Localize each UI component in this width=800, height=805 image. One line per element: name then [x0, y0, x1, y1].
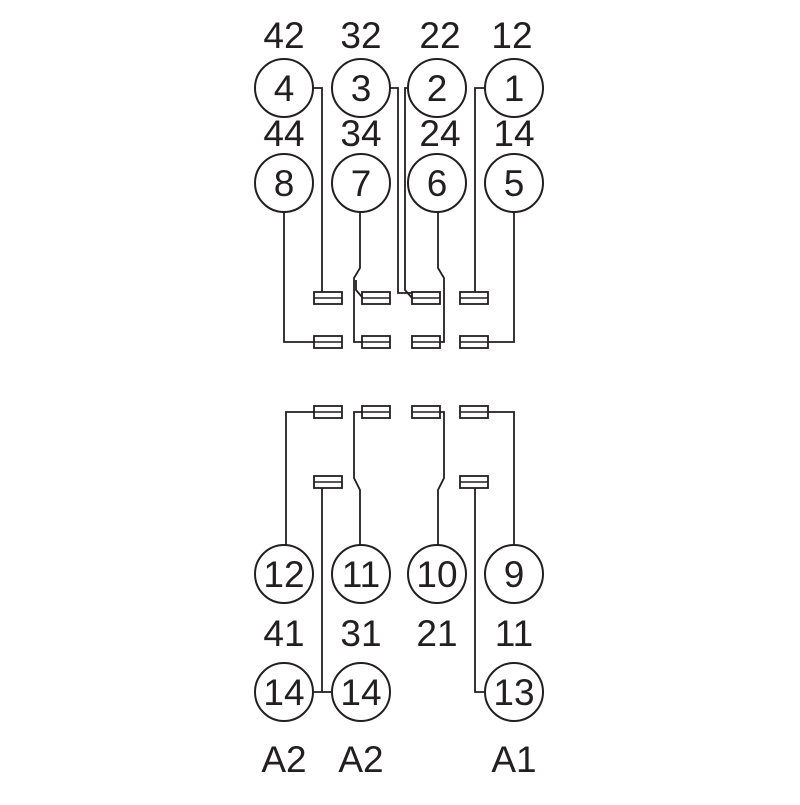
coil-terminals: 14 14 13	[254, 662, 544, 722]
terminal-11	[331, 544, 391, 604]
terminal-5-number: 5	[504, 163, 525, 204]
terminal-13-number: 13	[493, 672, 534, 713]
label-11: 11	[495, 613, 533, 654]
label-12: 12	[491, 15, 532, 56]
terminal-12	[254, 544, 314, 604]
terminal-14-left-number: 14	[263, 672, 304, 713]
terminal-10-number: 10	[416, 554, 457, 595]
terminal-2	[407, 58, 467, 118]
terminal-9-number: 9	[504, 554, 525, 595]
bottom-row1-terminals: 12 11 10 9	[254, 544, 544, 604]
wire-3	[388, 87, 412, 294]
label-22: 22	[419, 15, 460, 56]
top-row1-terminals: 4 3 2 1	[254, 58, 544, 118]
terminal-8	[254, 153, 314, 213]
terminal-4-number: 4	[274, 68, 295, 109]
terminal-12-number: 12	[263, 554, 304, 595]
wire-5	[486, 205, 515, 343]
terminal-5	[484, 153, 544, 213]
wire-12	[285, 411, 314, 548]
wire-10	[437, 411, 445, 548]
terminal-8-number: 8	[274, 163, 295, 204]
terminal-14-right-number: 14	[340, 672, 381, 713]
label-21: 21	[416, 613, 457, 654]
mid-contact-labels: 44 34 24 14	[263, 113, 534, 154]
wire-8	[283, 205, 314, 343]
terminal-14-left	[254, 662, 314, 722]
label-24: 24	[419, 113, 460, 154]
label-42: 42	[263, 15, 304, 56]
wire-7	[353, 205, 362, 343]
terminal-13	[484, 662, 544, 722]
terminal-7-number: 7	[351, 163, 372, 204]
bottom-wires	[285, 411, 515, 693]
label-a2-right: A2	[338, 739, 383, 780]
wire-11	[353, 411, 362, 548]
label-31: 31	[340, 613, 381, 654]
terminal-1-number: 1	[504, 68, 525, 109]
label-34: 34	[340, 113, 381, 154]
terminal-14-right	[331, 662, 391, 722]
terminal-3	[331, 58, 391, 118]
terminal-7	[331, 153, 391, 213]
wire-1	[474, 87, 486, 293]
terminal-6-number: 6	[427, 163, 448, 204]
top-contact-labels: 42 32 22 12	[263, 15, 532, 56]
pin-row-lower	[313, 335, 489, 349]
label-41: 41	[263, 613, 304, 654]
top-row2-terminals: 8 7 6 5	[254, 153, 544, 213]
coil-labels: A2 A2 A1	[261, 739, 536, 780]
wire-coil-a2	[308, 488, 323, 693]
terminal-1	[484, 58, 544, 118]
label-44: 44	[263, 113, 304, 154]
bottom-contact-labels: 41 31 21 11	[263, 613, 533, 654]
pin-row-upper	[313, 291, 489, 305]
terminal-9	[484, 544, 544, 604]
terminal-11-number: 11	[342, 554, 380, 595]
terminal-6	[407, 153, 467, 213]
label-32: 32	[340, 15, 381, 56]
terminal-4	[254, 58, 314, 118]
terminal-2-number: 2	[427, 68, 448, 109]
terminal-10	[407, 544, 467, 604]
bottom-pins	[313, 405, 489, 489]
wire-9	[488, 411, 515, 548]
label-a2-left: A2	[261, 739, 306, 780]
label-14: 14	[493, 113, 534, 154]
terminal-3-number: 3	[351, 68, 372, 109]
label-a1: A1	[491, 739, 536, 780]
wire-coil-a1	[474, 488, 488, 693]
top-pins	[313, 291, 489, 349]
wire-6	[437, 205, 445, 343]
